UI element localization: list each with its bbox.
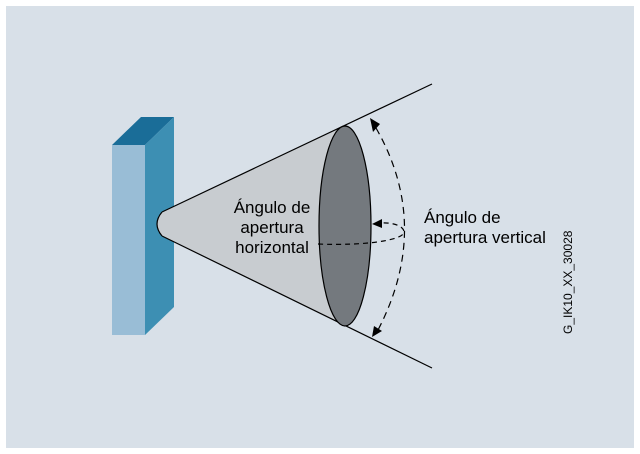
horizontal-angle-arrowhead bbox=[372, 219, 382, 228]
vertical-angle-arrowhead-bottom bbox=[372, 326, 382, 337]
horizontal-label-line-2: apertura bbox=[240, 218, 304, 237]
figure-id: G_IK10_XX_30028 bbox=[561, 230, 575, 334]
vertical-label-line-1: Ángulo de bbox=[424, 208, 501, 227]
vertical-angle-label: Ángulo de apertura vertical bbox=[424, 208, 546, 248]
vertical-label-line-2: apertura vertical bbox=[424, 228, 546, 247]
lower-boundary-line bbox=[161, 235, 433, 369]
cone-base-ellipse bbox=[318, 125, 372, 327]
horizontal-label-line-1: Ángulo de bbox=[233, 198, 311, 217]
sensor-top-face bbox=[112, 117, 174, 145]
horizontal-label-line-3: horizontal bbox=[235, 238, 309, 257]
cone-tip bbox=[156, 211, 163, 237]
sensor-front-face bbox=[112, 145, 145, 335]
detection-cone bbox=[157, 126, 345, 326]
vertical-angle-arc bbox=[375, 127, 406, 331]
upper-boundary-line bbox=[161, 83, 433, 213]
horizontal-angle-label: Ángulo de apertura horizontal bbox=[212, 198, 332, 258]
vertical-angle-arrowhead-top bbox=[370, 118, 380, 132]
